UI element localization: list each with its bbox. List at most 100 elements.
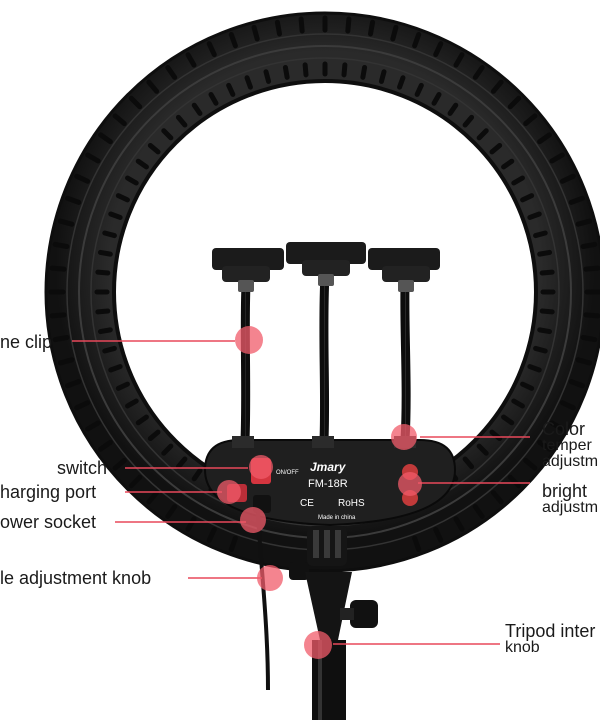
ring-rib <box>533 345 548 354</box>
marker-brightness <box>398 472 422 496</box>
ring-rib <box>549 420 565 432</box>
label-switch: switch <box>57 458 108 478</box>
made-in-text: Made in china <box>318 515 356 521</box>
label-color-temp-2: temper <box>542 437 592 454</box>
ring-rib <box>97 327 113 335</box>
ring-rib <box>52 241 70 250</box>
ring-rib <box>462 114 475 128</box>
ring-rib <box>161 443 174 456</box>
ring-rib <box>74 173 91 184</box>
ring-rib <box>568 195 585 205</box>
ring-rib <box>433 526 444 543</box>
ring-rib <box>367 19 376 37</box>
ring-rib <box>537 327 553 335</box>
label-power-socket: ower socket <box>0 512 97 532</box>
label-angle-knob: le adjustment knob <box>0 568 152 588</box>
ring-rib <box>559 173 576 184</box>
marker-power-socket <box>240 507 266 533</box>
label-phone-clip: ne clip <box>0 332 53 352</box>
ring-rib <box>146 490 160 505</box>
label-tripod-2: knob <box>505 639 540 656</box>
label-tripod-1: Tripod inter <box>505 621 596 641</box>
ring-rib <box>98 132 113 145</box>
ring-rib <box>533 230 548 239</box>
ring-rib <box>501 414 515 426</box>
ring-rib <box>125 175 139 186</box>
ring-rib <box>147 429 161 442</box>
ring-rib <box>568 379 585 389</box>
ring-rib <box>191 102 203 116</box>
ring-rib <box>523 113 538 127</box>
ring-rib <box>185 516 197 532</box>
callout-lines <box>72 340 530 645</box>
ring-rib <box>575 357 593 366</box>
ring-rib <box>263 69 272 84</box>
ring-rib <box>128 474 143 489</box>
ring-rib <box>147 142 161 155</box>
ring-rib <box>108 364 123 373</box>
ring-rib <box>65 379 82 389</box>
ring-rib <box>251 24 260 42</box>
ring-rib <box>489 142 503 155</box>
ring-rib <box>282 64 290 80</box>
ring-rib <box>539 308 555 315</box>
ring-rib <box>165 504 178 519</box>
ring-rib <box>412 535 422 552</box>
ring-rib <box>57 357 75 366</box>
ring-rib <box>128 95 143 110</box>
ring-rib <box>112 457 127 471</box>
ring-rib <box>115 193 130 203</box>
ring-rib <box>146 79 160 94</box>
ring-rib <box>507 95 522 110</box>
ring-rib <box>65 195 82 205</box>
ring-rib <box>112 113 127 127</box>
ring-rib <box>583 265 600 272</box>
rohs-mark: RoHS <box>338 498 365 509</box>
ring-rib <box>95 308 111 315</box>
ring-rib <box>165 65 178 80</box>
ring-rib <box>537 439 552 452</box>
ring-rib <box>226 82 236 97</box>
ring-rib <box>345 16 352 34</box>
ring-rib <box>490 79 504 94</box>
ring-rib <box>527 211 542 220</box>
ring-rib <box>274 19 283 37</box>
ring-rib <box>476 443 489 456</box>
ring-rib <box>447 102 459 116</box>
ring-rib <box>490 490 504 505</box>
ring-rib <box>208 92 219 106</box>
ring-rib <box>191 468 203 482</box>
ring-rib <box>575 218 593 227</box>
ring-rib <box>523 457 538 471</box>
marker-angle-knob <box>257 565 283 591</box>
ring-rib <box>49 312 67 319</box>
ring-rib <box>431 92 442 106</box>
ring-rib <box>520 381 535 391</box>
ring-rib <box>414 82 424 97</box>
ring-rib <box>97 249 113 257</box>
ring-rib <box>102 345 117 354</box>
ring-rib <box>102 230 117 239</box>
marker-switch <box>249 455 273 479</box>
ring-rib <box>397 75 406 90</box>
ring-rib <box>390 24 399 42</box>
ring-rib <box>520 193 535 203</box>
ring-rib <box>511 398 525 409</box>
ring-rib <box>501 158 515 170</box>
label-color-temp-1: Color <box>542 419 586 439</box>
ring-rib <box>539 269 555 276</box>
ring-rib <box>206 526 217 543</box>
label-charging-port: harging port <box>0 482 97 502</box>
ring-rib <box>135 158 149 170</box>
ring-rib <box>57 218 75 227</box>
ring-rib <box>49 265 67 272</box>
ring-rib <box>298 16 305 34</box>
ring-rib <box>472 504 485 519</box>
label-bright-1: bright <box>542 481 588 501</box>
ring-rib <box>527 364 542 373</box>
ring-rib <box>462 456 475 470</box>
ring-rib <box>175 456 188 470</box>
ring-rib <box>115 381 130 391</box>
